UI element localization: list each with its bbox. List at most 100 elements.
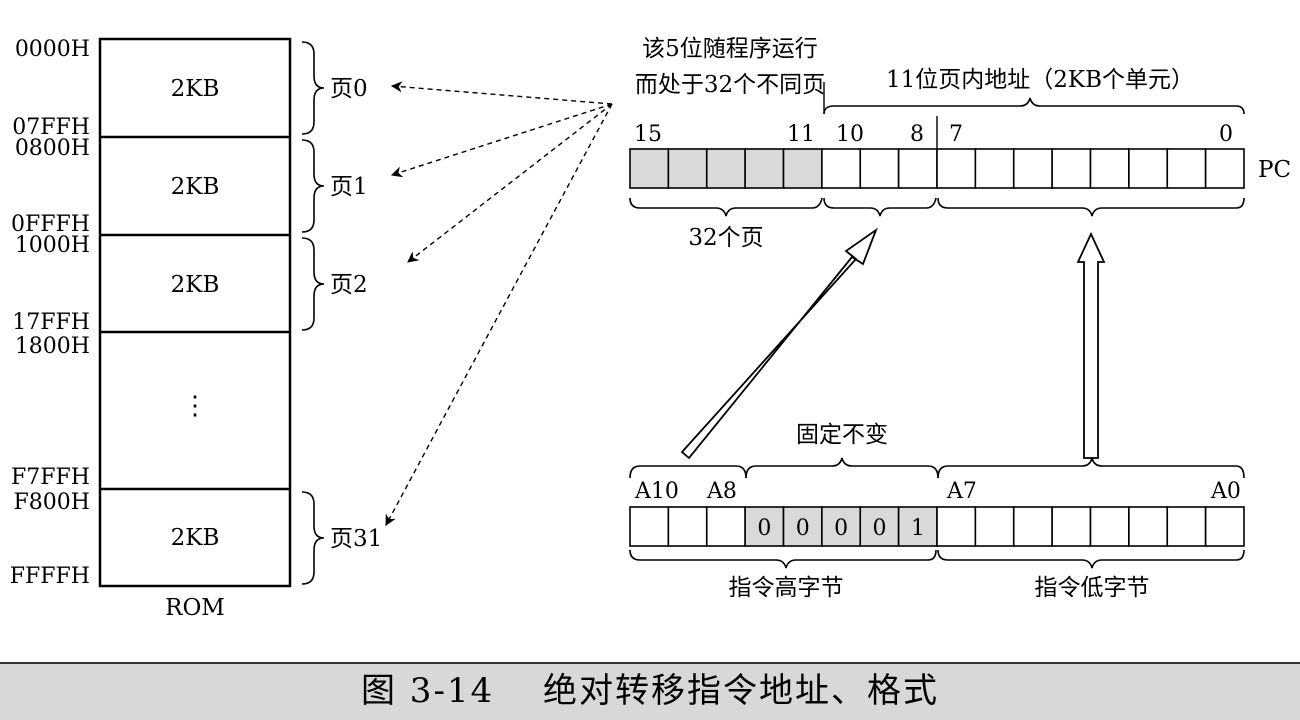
instr-bit-label: A10 xyxy=(634,479,679,504)
rom-map: 2KB 2KB 2KB ⋮ 2KB ROM 0000H 07FFH 0800H … xyxy=(10,37,383,621)
rom-ellipsis: ⋮ xyxy=(182,391,208,421)
instruction-bit-cell xyxy=(705,506,746,547)
pc-bit-cell xyxy=(1204,148,1245,189)
page-brace xyxy=(301,139,325,233)
address-label: 07FFH xyxy=(12,115,90,140)
instruction-bit-cell xyxy=(667,506,708,547)
instr-bit-label: A7 xyxy=(946,479,977,504)
fixed-bit-value: 0 xyxy=(757,516,771,541)
pc-bit-cell xyxy=(1128,148,1169,189)
high-offset-brace xyxy=(823,197,937,217)
pages-count-label: 32个页 xyxy=(688,225,763,251)
pc-bit-cell xyxy=(667,148,708,189)
page-brace xyxy=(301,491,325,585)
rom-block-label: 2KB xyxy=(171,525,220,551)
bit-label: 11 xyxy=(787,122,815,147)
bit-label: 0 xyxy=(1219,122,1233,147)
instruction-bit-cell xyxy=(1128,506,1169,547)
bit-label: 7 xyxy=(949,122,963,147)
page-label: 页2 xyxy=(330,272,368,298)
high-byte-label: 指令高字节 xyxy=(729,575,844,601)
low-byte-brace xyxy=(937,549,1245,569)
address-label: 1000H xyxy=(15,233,90,258)
rom-block-label: 2KB xyxy=(171,76,220,102)
address-label: FFFFH xyxy=(10,564,90,589)
low-byte-label: 指令低字节 xyxy=(1035,575,1150,601)
pc-bit-cells xyxy=(629,148,1245,189)
dashed-arrow xyxy=(407,103,613,263)
pc-bit-cell xyxy=(1051,148,1092,189)
low-offset-brace xyxy=(937,197,1245,217)
pc-bit-cell xyxy=(782,148,823,189)
rom-outline xyxy=(98,37,292,588)
fixed-bits-brace xyxy=(745,457,939,479)
offset-brace-top xyxy=(823,97,1245,115)
page-label: 页1 xyxy=(330,174,368,200)
pc-bit-cell xyxy=(629,148,670,189)
pc-register-section: 该5位随程序运行 而处于32个不同页 11位页内地址（2KB个单元） 15 11… xyxy=(629,36,1291,251)
rom-block-label: 2KB xyxy=(171,174,220,200)
rom-label: ROM xyxy=(165,595,225,621)
bit-label: 15 xyxy=(634,122,662,147)
instruction-bit-cell xyxy=(629,506,670,547)
dashed-arrow xyxy=(385,103,613,526)
pc-bit-cell xyxy=(1166,148,1207,189)
pc-bit-cell xyxy=(705,148,746,189)
page-brace xyxy=(301,237,325,331)
instruction-bit-cell xyxy=(859,506,900,547)
instruction-bit-cell xyxy=(744,506,785,547)
high-bits-brace xyxy=(629,465,747,479)
page-label: 页31 xyxy=(330,526,382,552)
page-brace xyxy=(301,41,325,135)
page-offset-annotation: 11位页内地址（2KB个单元） xyxy=(886,67,1194,93)
page-arrows xyxy=(385,81,613,526)
pc-bit-cell xyxy=(821,148,862,189)
fixed-label: 固定不变 xyxy=(796,422,888,448)
low-byte-arrow xyxy=(1076,231,1106,459)
address-label: F800H xyxy=(14,490,90,515)
instruction-bit-cell xyxy=(936,506,977,547)
pc-bit-cell xyxy=(1012,148,1053,189)
instruction-bit-cell xyxy=(782,506,823,547)
page-label: 页0 xyxy=(330,76,368,102)
instruction-bit-cell xyxy=(897,506,938,547)
fixed-bit-value: 0 xyxy=(834,516,848,541)
high-byte-brace xyxy=(629,549,937,569)
instr-bit-label: A0 xyxy=(1210,479,1241,504)
instruction-bit-cell xyxy=(1012,506,1053,547)
instruction-bit-cell xyxy=(1166,506,1207,547)
instruction-bit-cell xyxy=(1089,506,1130,547)
dashed-arrow xyxy=(390,103,613,178)
dashed-arrow xyxy=(390,81,613,105)
page-bits-annotation: 而处于32个不同页 xyxy=(635,72,825,98)
address-label: 0FFFH xyxy=(11,212,90,237)
address-label: 0800H xyxy=(15,136,90,161)
instruction-bit-cell xyxy=(974,506,1015,547)
address-label: F7FFH xyxy=(11,465,90,490)
high-byte-arrow xyxy=(680,227,878,460)
instruction-bit-cell xyxy=(1051,506,1092,547)
pc-bit-cell xyxy=(897,148,938,189)
address-label: 1800H xyxy=(15,334,90,359)
page-bits-brace xyxy=(629,197,823,217)
pc-bit-cell xyxy=(974,148,1015,189)
pc-bit-cell xyxy=(936,148,977,189)
pc-label: PC xyxy=(1258,157,1291,183)
fixed-bit-value: 0 xyxy=(872,516,886,541)
instruction-bit-cell xyxy=(821,506,862,547)
page-bits-annotation: 该5位随程序运行 xyxy=(642,36,818,62)
figure-caption: 图 3-14 绝对转移指令地址、格式 xyxy=(0,662,1300,720)
fixed-bit-value: 0 xyxy=(796,516,810,541)
fixed-bit-value: 1 xyxy=(911,516,925,541)
transfer-arrows xyxy=(680,227,1106,460)
pc-bit-cell xyxy=(859,148,900,189)
address-label: 0000H xyxy=(15,37,90,62)
low-bits-brace xyxy=(937,457,1245,479)
instr-bit-label: A8 xyxy=(706,479,737,504)
pc-bit-cell xyxy=(744,148,785,189)
bit-label: 10 xyxy=(836,122,864,147)
pc-bit-cell xyxy=(1089,148,1130,189)
